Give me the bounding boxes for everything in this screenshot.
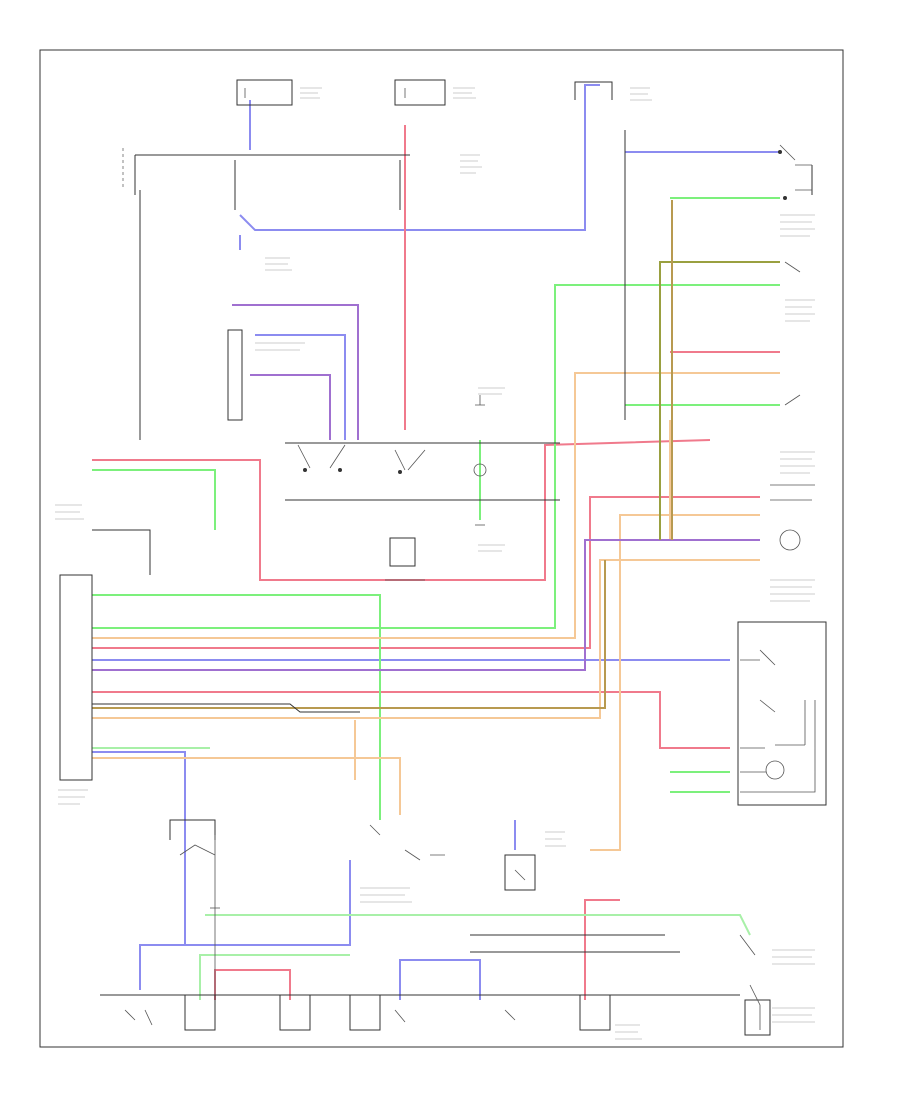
wire-blue-7 (92, 751, 186, 990)
wire-blue-9 (399, 959, 481, 1000)
label-scribble-18 (478, 387, 505, 395)
label-scribble-4 (460, 154, 482, 174)
label-scribble-19 (478, 544, 505, 552)
module-box-center (389, 537, 416, 567)
relay-right-inner (759, 649, 806, 746)
node-right-a (778, 150, 782, 154)
switch-right-mid (784, 261, 801, 273)
relay-switch-a (297, 444, 426, 471)
wire-orange-3 (590, 514, 760, 851)
compressor-box (504, 854, 536, 891)
fuse-block-center (394, 79, 446, 106)
wire-green-1 (92, 469, 216, 530)
sensor-circle-center (473, 463, 487, 477)
wire-olive-1 (659, 261, 780, 540)
fuse-block-left (236, 79, 293, 106)
components (59, 79, 827, 1036)
relay-right-lines (740, 659, 816, 793)
control-unit-right (737, 621, 827, 806)
diagram-frame (39, 49, 844, 1048)
wire-green-10 (205, 914, 751, 936)
bottom-switch-c (394, 1009, 406, 1023)
module-bottom-b (279, 994, 311, 1031)
label-placeholders (55, 87, 815, 1040)
wire-red-7 (584, 899, 620, 1000)
relay-box-bottom-right (744, 999, 771, 1036)
wire-red-3 (92, 691, 730, 749)
wire-green-3 (92, 284, 780, 629)
ground-marker-3 (369, 824, 381, 836)
label-scribble-10 (770, 579, 815, 602)
lamp-right (779, 529, 801, 551)
switch-bottom-left (179, 844, 216, 856)
label-scribble-6 (255, 342, 305, 351)
label-scribble-12 (58, 789, 88, 805)
control-unit-bracket (92, 529, 151, 575)
control-unit-left (59, 574, 93, 781)
wire-green-11 (199, 954, 350, 1000)
relay-node-b (338, 468, 342, 472)
label-scribble-7 (780, 214, 815, 237)
relay-box (227, 329, 243, 421)
wire-red-4 (92, 496, 760, 649)
bottom-switch-a (124, 1009, 153, 1026)
relay-node-c (398, 470, 402, 474)
switch-bottom-right (739, 934, 761, 1030)
fuse-block-right (574, 81, 613, 100)
compressor-line (514, 869, 526, 881)
switch-right-top (779, 144, 812, 191)
wire-orange-2 (92, 757, 401, 815)
bottom-switch-b (504, 1009, 516, 1021)
wire-orange-1 (92, 372, 780, 639)
ground-stub-top (475, 395, 485, 406)
wire-olive-2 (92, 560, 606, 709)
label-scribble-13 (360, 887, 412, 903)
bottom-center-switch (404, 849, 445, 861)
wire-purple-3 (250, 374, 331, 440)
label-scribble-3 (630, 87, 652, 101)
switch-right-low (784, 394, 801, 406)
wire-blue-2 (239, 84, 600, 231)
wire-green-2 (92, 594, 381, 820)
motor-right (765, 760, 785, 780)
label-scribble-14 (545, 831, 566, 847)
label-scribble-15 (615, 1024, 642, 1040)
wires (91, 84, 813, 1000)
connector-right-a (770, 484, 815, 501)
label-scribble-5 (265, 257, 292, 271)
wire-orange-4 (92, 559, 760, 719)
module-bottom-d (579, 994, 611, 1031)
wire-blue-8 (185, 860, 351, 946)
fuse-block-bottom (169, 819, 216, 840)
wire-black-8 (92, 703, 360, 713)
label-scribble-17 (772, 1007, 815, 1023)
label-scribble-8 (785, 299, 815, 322)
relay-node-a (303, 468, 307, 472)
wire-purple-1 (232, 304, 359, 440)
label-scribble-11 (55, 504, 84, 520)
label-scribble-2 (453, 87, 476, 99)
module-bottom-c (349, 994, 381, 1031)
wire-blue-5 (255, 334, 346, 440)
node-right-b (783, 196, 787, 200)
label-scribble-16 (772, 949, 815, 965)
module-bottom-a (184, 994, 216, 1031)
label-scribble-9 (780, 451, 815, 474)
label-scribble-1 (300, 87, 322, 99)
